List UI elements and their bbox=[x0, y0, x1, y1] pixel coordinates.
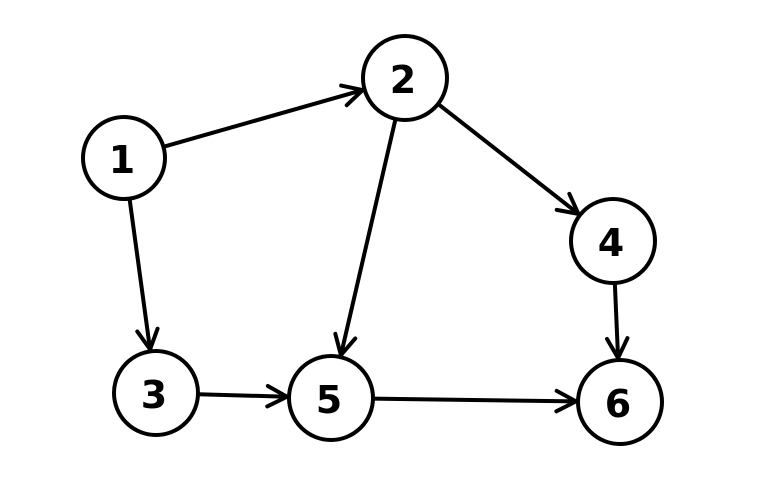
node-circle bbox=[576, 358, 664, 446]
edge-1-to-2 bbox=[161, 83, 365, 149]
node-4: 4 bbox=[569, 197, 657, 285]
edges-layer bbox=[127, 83, 630, 414]
node-label: 5 bbox=[316, 378, 342, 422]
node-circle bbox=[361, 34, 449, 122]
node-circle bbox=[81, 115, 167, 201]
edge-line bbox=[127, 196, 153, 352]
nodes-layer: 1 2 3 4 5 6 bbox=[81, 34, 664, 446]
arrowhead bbox=[554, 191, 581, 216]
edge-1-to-3 bbox=[127, 196, 160, 352]
edge-line bbox=[436, 101, 581, 216]
node-6: 6 bbox=[576, 358, 664, 446]
arrowhead bbox=[333, 331, 358, 358]
edge-2-to-5 bbox=[333, 116, 398, 358]
arrowhead bbox=[554, 388, 579, 414]
edge-line bbox=[338, 116, 398, 358]
node-label: 4 bbox=[598, 221, 624, 265]
node-label: 3 bbox=[141, 373, 167, 417]
edge-line bbox=[161, 88, 365, 149]
arrowhead bbox=[135, 326, 160, 352]
node-3: 3 bbox=[112, 349, 200, 437]
edge-line bbox=[195, 392, 290, 399]
edge-2-to-4 bbox=[436, 101, 581, 216]
edge-5-to-6 bbox=[370, 388, 579, 414]
node-5: 5 bbox=[287, 354, 375, 442]
node-circle bbox=[112, 349, 200, 437]
node-label: 2 bbox=[390, 58, 416, 102]
edge-line bbox=[370, 396, 579, 404]
edge-3-to-5 bbox=[195, 383, 290, 409]
node-1: 1 bbox=[81, 115, 167, 201]
node-circle bbox=[569, 197, 657, 285]
edge-4-to-6 bbox=[605, 280, 630, 361]
node-2: 2 bbox=[361, 34, 449, 122]
node-circle bbox=[287, 354, 375, 442]
node-label: 6 bbox=[605, 382, 631, 426]
edge-line bbox=[612, 280, 621, 361]
node-label: 1 bbox=[109, 138, 135, 182]
